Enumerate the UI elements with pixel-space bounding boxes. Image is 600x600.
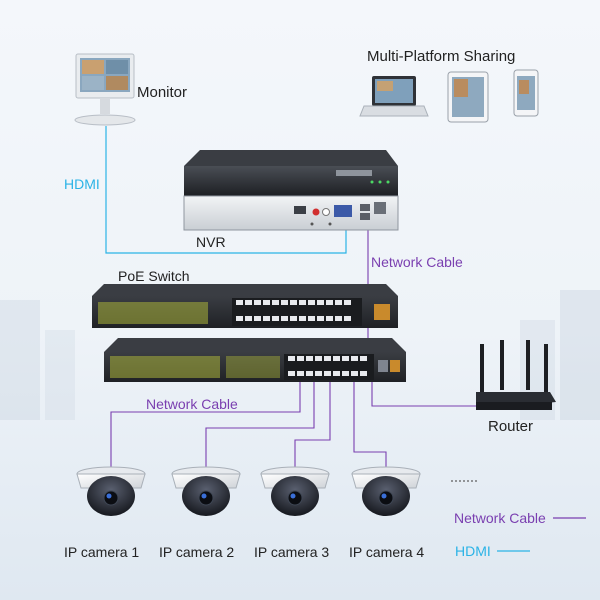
- background-skyline: [0, 290, 600, 420]
- legend-hdmi-label: HDMI: [455, 543, 491, 559]
- more-cameras-dots: [451, 480, 477, 482]
- hdmi-label: HDMI: [64, 176, 100, 192]
- camera-2-label: IP camera 2: [159, 544, 235, 560]
- camera-3-label: IP camera 3: [254, 544, 330, 560]
- poe-switch-label: PoE Switch: [118, 268, 190, 284]
- laptop-icon: [359, 76, 429, 117]
- tablet-icon: [447, 71, 489, 123]
- dome-camera-4: [351, 466, 421, 516]
- phone-icon: [513, 69, 539, 117]
- nvr-label: NVR: [196, 234, 226, 250]
- nvr-icon: [183, 150, 399, 231]
- monitor-icon: [74, 53, 136, 126]
- dome-camera-1: [76, 466, 146, 516]
- network-cable-label-top: Network Cable: [371, 254, 463, 270]
- camera-1-label: IP camera 1: [64, 544, 140, 560]
- router-icon: [476, 340, 556, 410]
- monitor-label: Monitor: [137, 84, 188, 101]
- network-cable-label-left: Network Cable: [146, 396, 238, 412]
- router-label: Router: [488, 418, 534, 435]
- poe-switch-2-icon: [104, 338, 406, 382]
- poe-switch-icon: [92, 284, 398, 328]
- camera-4-label: IP camera 4: [349, 544, 425, 560]
- hdmi-cable: [105, 126, 347, 254]
- legend-network-label: Network Cable: [454, 510, 546, 526]
- dome-camera-2: [171, 466, 241, 516]
- dome-camera-3: [260, 466, 330, 516]
- multi-platform-label: Multi-Platform Sharing: [367, 48, 516, 65]
